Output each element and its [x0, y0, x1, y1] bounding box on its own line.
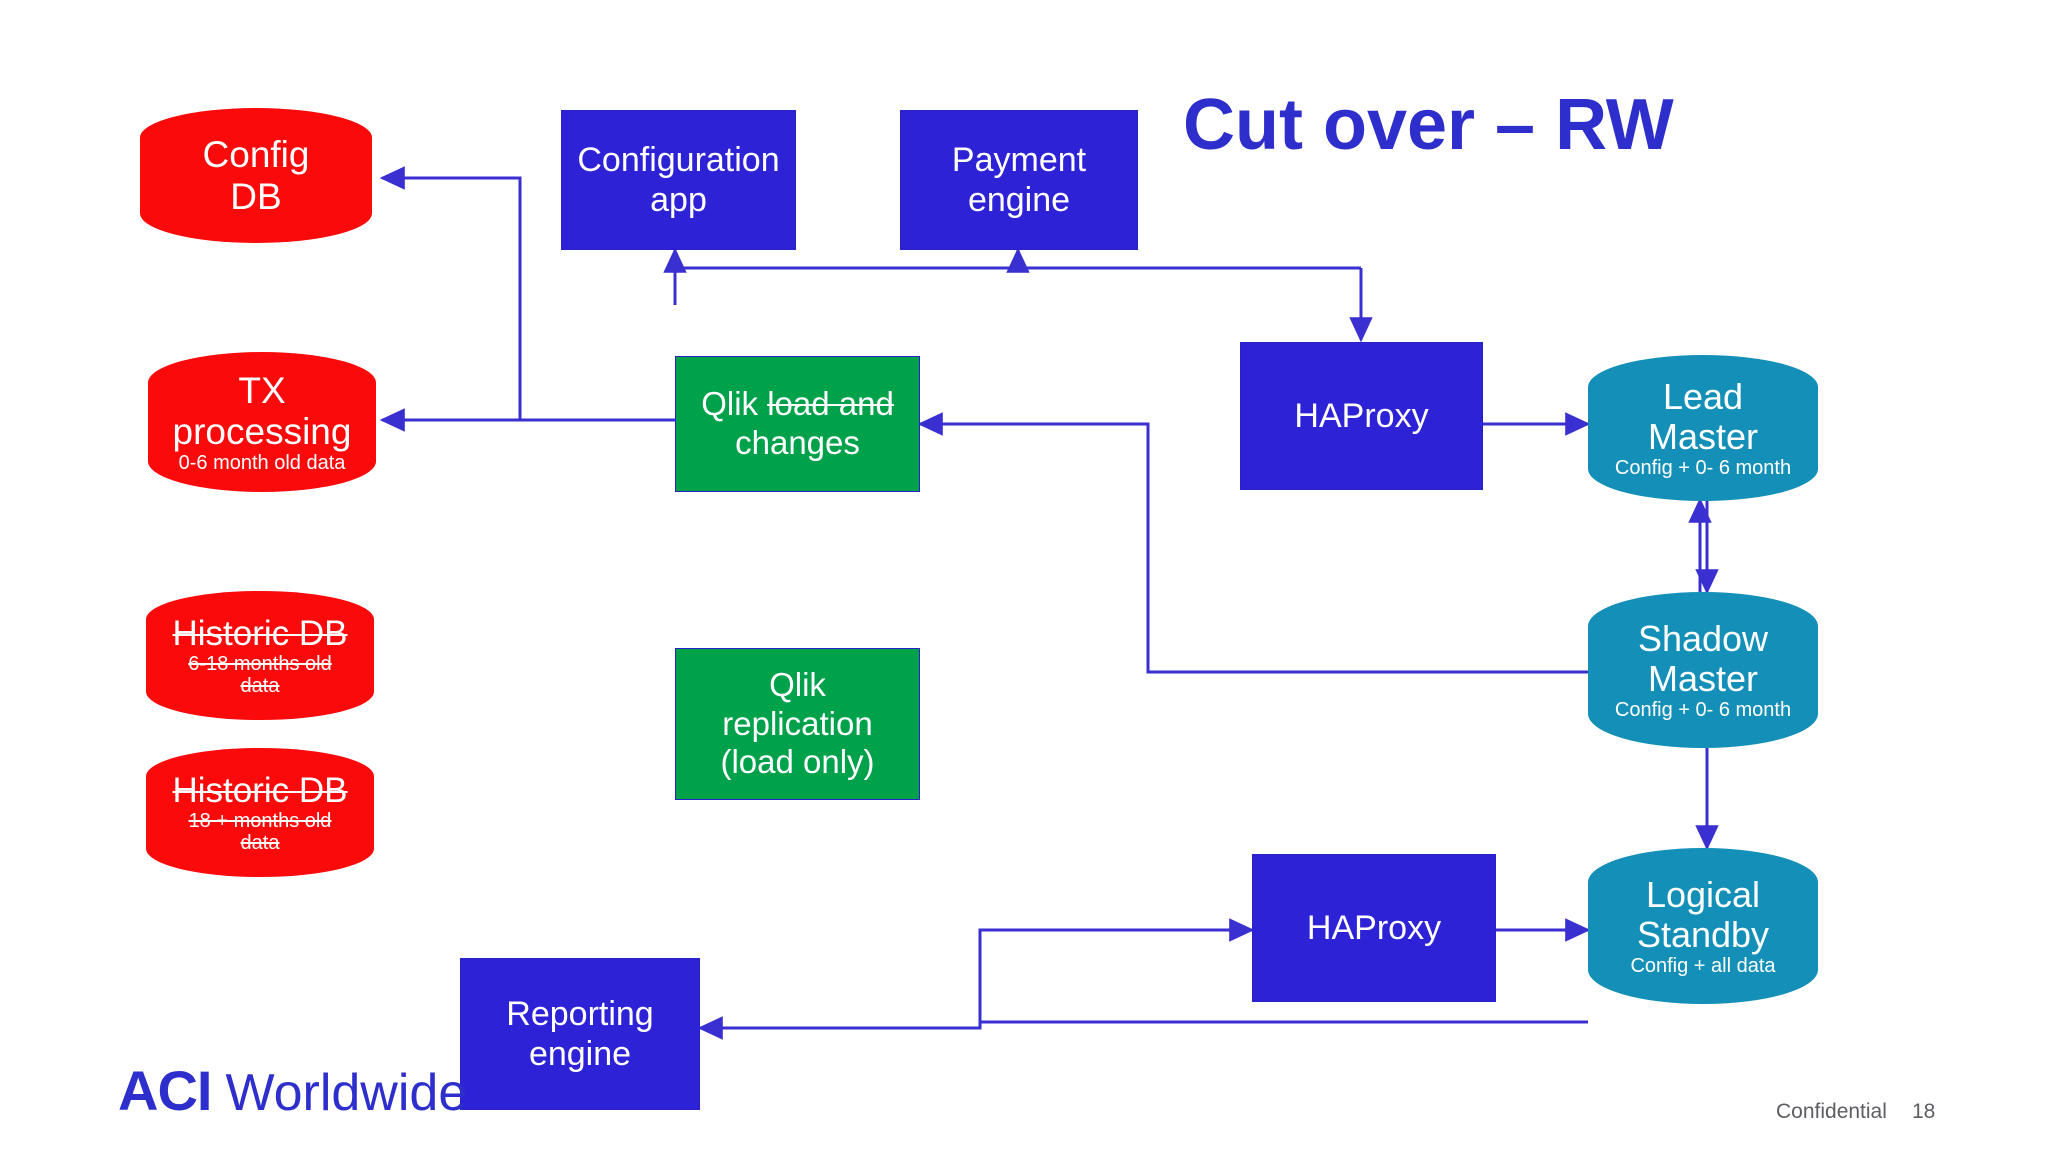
node-shadow-master-subtitle: Config + 0- 6 month — [1614, 699, 1792, 722]
node-lead-master-subtitle: Config + 0- 6 month — [1614, 457, 1792, 480]
node-tx-processing-subtitle: 0-6 month old data — [178, 452, 346, 475]
node-lead-master-line-0: Lead — [1662, 375, 1744, 417]
node-payment-engine-line-0: Payment — [951, 140, 1087, 179]
node-historic-db-18-plus-line-0: Historic DB — [172, 770, 348, 810]
logo-mark: ACI — [118, 1059, 212, 1122]
node-historic-db-6-18-line-0: Historic DB — [172, 613, 348, 653]
node-payment-engine-line-1: engine — [967, 181, 1071, 219]
node-payment-engine[interactable]: Payment engine — [900, 110, 1138, 250]
qlik-plain-prefix: Qlik — [701, 385, 768, 423]
node-tx-processing[interactable]: TX processing 0-6 month old data — [148, 352, 376, 492]
wire-reporting-engine-to-haproxy-bottom — [978, 918, 1255, 1028]
node-config-db[interactable]: Config DB — [140, 108, 372, 243]
logo-wordmark: Worldwide — [225, 1064, 468, 1122]
node-tx-processing-line-1: processing — [172, 411, 352, 452]
aci-worldwide-logo: ACI Worldwide — [118, 1058, 467, 1123]
node-reporting-engine-line-0: Reporting — [506, 994, 654, 1033]
node-logical-standby[interactable]: Logical Standby Config + all data — [1588, 848, 1818, 1004]
node-tx-processing-line-0: TX — [238, 369, 286, 411]
node-logical-standby-line-0: Logical — [1645, 873, 1761, 915]
node-reporting-engine[interactable]: Reporting engine — [460, 958, 700, 1110]
node-config-db-line-1: DB — [230, 175, 282, 217]
node-logical-standby-subtitle: Config + all data — [1630, 955, 1776, 978]
wire-qlik-to-configuration-app — [673, 266, 1361, 305]
node-haproxy-top[interactable]: HAProxy — [1240, 342, 1483, 490]
node-lead-master[interactable]: Lead Master Config + 0- 6 month — [1588, 355, 1818, 501]
node-lead-master-line-1: Master — [1647, 416, 1759, 457]
node-historic-db-18-plus[interactable]: Historic DB 18 + months old data — [146, 748, 374, 877]
node-shadow-master[interactable]: Shadow Master Config + 0- 6 month — [1588, 592, 1818, 748]
node-configuration-app[interactable]: Configuration app — [561, 110, 796, 250]
node-haproxy-bottom[interactable]: HAProxy — [1252, 854, 1496, 1002]
node-logical-standby-line-1: Standby — [1636, 914, 1770, 955]
node-historic-db-18-plus-subtitle: 18 + months old data — [188, 810, 332, 855]
node-qlik-load-changes[interactable]: Qlik load and changes — [675, 356, 920, 492]
qlik-struck-text: load and — [767, 385, 894, 423]
node-historic-db-6-18[interactable]: Historic DB 6-18 months old data — [146, 591, 374, 720]
node-qlik-replication-line-2: (load only) — [720, 743, 875, 781]
node-qlik-load-changes-line-1: changes — [735, 424, 860, 461]
page-number: 18 — [1912, 1100, 1936, 1123]
node-qlik-load-changes-line-0: Qlik load and — [701, 385, 894, 424]
node-configuration-app-line-1: app — [650, 181, 707, 219]
node-qlik-replication-line-0: Qlik — [769, 665, 826, 703]
node-qlik-replication-line-1: replication — [722, 704, 873, 742]
node-config-db-line-0: Config — [202, 134, 310, 176]
node-historic-db-6-18-subtitle: 6-18 months old data — [188, 653, 332, 698]
node-shadow-master-line-1: Master — [1647, 658, 1759, 699]
wire-logical-standby-to-reporting-engine — [697, 1016, 1588, 1040]
node-haproxy-bottom-label: HAProxy — [1306, 908, 1442, 947]
node-configuration-app-line-0: Configuration — [577, 140, 780, 179]
node-qlik-replication[interactable]: Qlik replication (load only) — [675, 648, 920, 800]
node-reporting-engine-line-1: engine — [528, 1035, 632, 1073]
node-shadow-master-line-0: Shadow — [1637, 617, 1769, 659]
confidential-label: Confidential — [1776, 1100, 1887, 1123]
node-haproxy-top-label: HAProxy — [1294, 396, 1429, 435]
page-title: Cut over – RW — [1183, 85, 1674, 165]
